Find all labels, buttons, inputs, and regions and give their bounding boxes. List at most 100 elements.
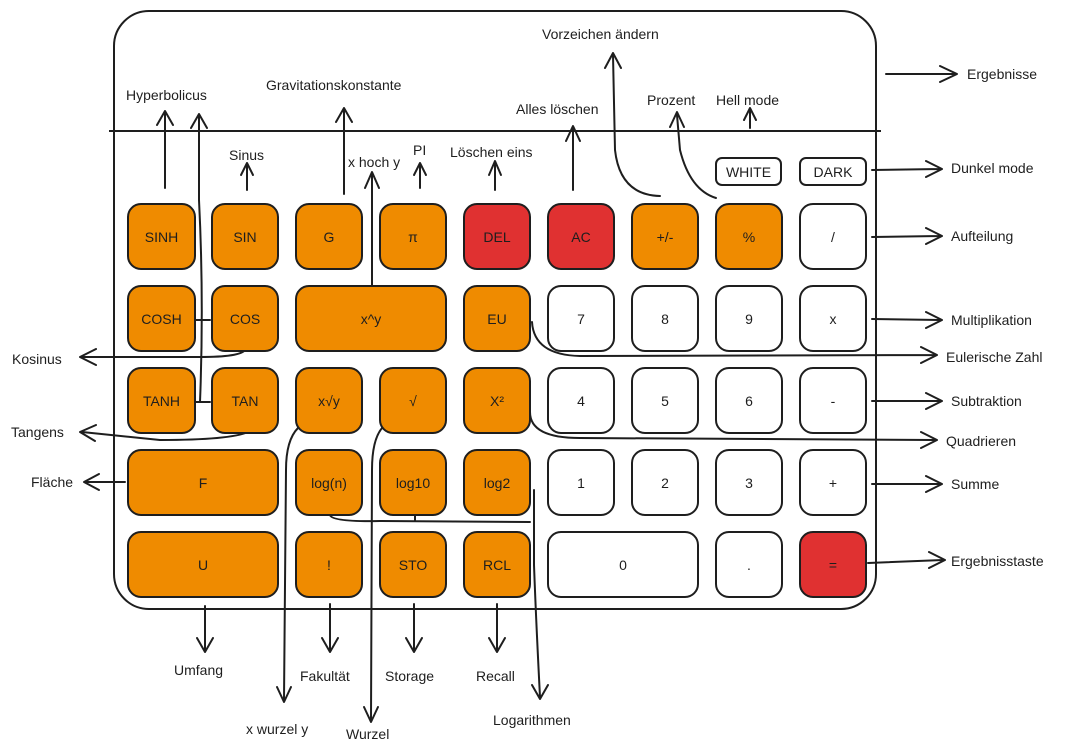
- key-8[interactable]: 8: [631, 285, 699, 352]
- key-3[interactable]: 3: [715, 449, 783, 516]
- arrow-gravitation: [335, 107, 353, 195]
- label-flaeche: Fläche: [31, 474, 74, 490]
- arrow-sinh-tanh-connector: [190, 113, 208, 403]
- label-vorzeichen: Vorzeichen ändern: [542, 26, 659, 42]
- arrow-recall: [488, 603, 506, 653]
- key-pi[interactable]: π: [379, 203, 447, 270]
- key-dot[interactable]: .: [715, 531, 783, 598]
- key-tanh[interactable]: TANH: [127, 367, 196, 434]
- label-aufteilung: Aufteilung: [951, 228, 1014, 244]
- key-sin[interactable]: SIN: [211, 203, 279, 270]
- key-5[interactable]: 5: [631, 367, 699, 434]
- key-plus[interactable]: +: [799, 449, 867, 516]
- label-quadrieren: Quadrieren: [946, 433, 1017, 449]
- log-bracket: [329, 514, 531, 523]
- key-1[interactable]: 1: [547, 449, 615, 516]
- key-u[interactable]: U: [127, 531, 279, 598]
- key-rcl[interactable]: RCL: [463, 531, 531, 598]
- label-pi: PI: [413, 142, 427, 158]
- arrow-hyperbolicus: [156, 110, 174, 189]
- key-del[interactable]: DEL: [463, 203, 531, 270]
- key-4[interactable]: 4: [547, 367, 615, 434]
- label-gravitationskonstante: Gravitationskonstante: [266, 77, 402, 93]
- label-kosinus: Kosinus: [12, 351, 62, 367]
- arrow-wurzel: [363, 427, 383, 723]
- arrow-prozent: [669, 111, 717, 199]
- label-hyperbolicus: Hyperbolicus: [126, 87, 207, 103]
- display-divider: [109, 130, 881, 132]
- label-ergebnistaste: Ergebnisstaste: [951, 553, 1044, 569]
- key-cosh[interactable]: COSH: [127, 285, 196, 352]
- key-logn[interactable]: log(n): [295, 449, 363, 516]
- key-divide[interactable]: /: [799, 203, 867, 270]
- label-subtraktion: Subtraktion: [951, 393, 1022, 409]
- arrow-eulerische-zahl: [531, 321, 938, 364]
- key-tan[interactable]: TAN: [211, 367, 279, 434]
- arrow-loeschen-eins: [488, 160, 502, 191]
- key-9[interactable]: 9: [715, 285, 783, 352]
- arrow-multiplikation: [871, 311, 943, 329]
- white-mode-button[interactable]: WHITE: [715, 157, 782, 186]
- key-log2[interactable]: log2: [463, 449, 531, 516]
- arrow-ergebnisse: [885, 65, 958, 83]
- key-minus[interactable]: -: [799, 367, 867, 434]
- label-eulerische-zahl: Eulerische Zahl: [946, 349, 1043, 365]
- key-eu[interactable]: EU: [463, 285, 531, 352]
- arrow-x-wurzel-y: [276, 427, 299, 703]
- key-6[interactable]: 6: [715, 367, 783, 434]
- label-recall: Recall: [476, 668, 515, 684]
- arrow-storage: [405, 603, 423, 653]
- arrow-pi: [413, 162, 427, 189]
- key-ac[interactable]: AC: [547, 203, 615, 270]
- label-logarithmen: Logarithmen: [493, 712, 571, 728]
- key-percent[interactable]: %: [715, 203, 783, 270]
- key-g[interactable]: G: [295, 203, 363, 270]
- arrow-flaeche: [83, 473, 126, 491]
- key-multiply[interactable]: x: [799, 285, 867, 352]
- arrow-summe: [871, 475, 943, 493]
- key-sto[interactable]: STO: [379, 531, 447, 598]
- label-umfang: Umfang: [174, 662, 224, 678]
- arrow-vorzeichen: [604, 52, 661, 197]
- label-storage: Storage: [385, 668, 435, 684]
- label-hell-mode: Hell mode: [716, 92, 780, 108]
- key-0[interactable]: 0: [547, 531, 699, 598]
- label-ergebnisse: Ergebnisse: [967, 66, 1038, 82]
- arrow-fakultaet: [321, 603, 339, 653]
- key-xroot[interactable]: x√y: [295, 367, 363, 434]
- label-summe: Summe: [951, 476, 1000, 492]
- key-power[interactable]: x^y: [295, 285, 447, 352]
- key-equals[interactable]: =: [799, 531, 867, 598]
- label-x-wurzel-y: x wurzel y: [246, 721, 309, 737]
- label-sinus: Sinus: [229, 147, 265, 163]
- key-factorial[interactable]: !: [295, 531, 363, 598]
- label-prozent: Prozent: [647, 92, 696, 108]
- arrow-logarithmen: [531, 489, 549, 700]
- key-cos[interactable]: COS: [211, 285, 279, 352]
- key-f[interactable]: F: [127, 449, 279, 516]
- dark-mode-button[interactable]: DARK: [799, 157, 867, 186]
- label-multiplikation: Multiplikation: [951, 312, 1032, 328]
- key-sinh[interactable]: SINH: [127, 203, 196, 270]
- label-fakultaet: Fakultät: [300, 668, 350, 684]
- arrow-x-hoch-y: [364, 171, 380, 286]
- label-loeschen-eins: Löschen eins: [450, 144, 533, 160]
- label-dunkel-mode: Dunkel mode: [951, 160, 1034, 176]
- key-sqrt[interactable]: √: [379, 367, 447, 434]
- key-7[interactable]: 7: [547, 285, 615, 352]
- arrow-ergebnistaste: [867, 551, 946, 569]
- label-tangens: Tangens: [11, 424, 64, 440]
- arrow-umfang: [196, 605, 214, 653]
- arrow-sinus: [240, 162, 254, 191]
- arrow-alles-loeschen: [565, 125, 581, 191]
- label-wurzel: Wurzel: [346, 726, 390, 742]
- calculator-body: [113, 10, 877, 610]
- key-sign[interactable]: +/-: [631, 203, 699, 270]
- key-square[interactable]: X²: [463, 367, 531, 434]
- key-2[interactable]: 2: [631, 449, 699, 516]
- arrow-hell-mode: [743, 107, 757, 129]
- label-x-hoch-y: x hoch y: [348, 154, 401, 170]
- key-log10[interactable]: log10: [379, 449, 447, 516]
